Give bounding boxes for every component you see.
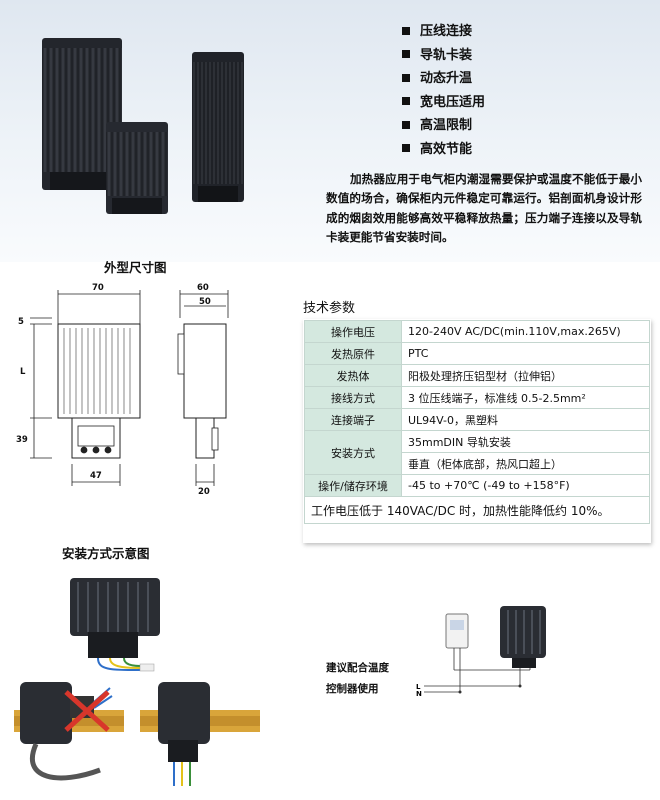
intro-paragraph: 加热器应用于电气柜内潮湿需要保护或温度不能低于最小数值的场合，确保柜内元件稳定可…	[326, 172, 642, 245]
heater-photo-tall	[192, 52, 244, 202]
install-title: 安装方式示意图	[62, 546, 150, 561]
thermostat-icon	[445, 613, 469, 649]
dim-label-60: 60	[197, 283, 209, 293]
spec-value: PTC	[401, 342, 650, 365]
bullet-square-icon	[402, 26, 410, 35]
spec-label: 发热体	[304, 364, 402, 387]
spec-value: -45 to +70℃ (-49 to +158°F)	[401, 474, 650, 497]
dim-label-L: L	[20, 367, 26, 377]
spec-value: 阳极处理挤压铝型材（拉伸铝）	[401, 364, 650, 387]
feature-item: 高温限制	[402, 114, 485, 138]
feature-list: 压线连接 导轨卡装 动态升温 宽电压适用 高温限制 高效节能	[402, 20, 485, 162]
spec-label: 连接端子	[304, 408, 402, 431]
terminal-L-label: L	[416, 683, 421, 691]
thermostat-recommendation: 建议配合温度 控制器使用	[326, 662, 389, 695]
spec-row: 发热原件 PTC	[304, 342, 650, 365]
spec-note: 工作电压低于 140VAC/DC 时，加热性能降低约 10%。	[304, 496, 650, 524]
spec-table: 操作电压 120-240V AC/DC(min.110V,max.265V) 发…	[304, 320, 650, 524]
spec-label: 接线方式	[304, 386, 402, 409]
spec-value: 35mmDIN 导轨安装	[401, 430, 650, 453]
feature-item: 导轨卡装	[402, 44, 485, 68]
feature-item: 动态升温	[402, 67, 485, 91]
spec-label: 安装方式	[304, 430, 402, 475]
spec-row: 操作/储存环境 -45 to +70℃ (-49 to +158°F)	[304, 474, 650, 497]
dim-label-70: 70	[92, 283, 104, 293]
spec-value: 垂直（柜体底部，热风口超上）	[401, 452, 650, 475]
spec-row: 接线方式 3 位压线端子，标准线 0.5-2.5mm²	[304, 386, 650, 409]
bullet-square-icon	[402, 50, 410, 59]
spec-title: 技术参数	[303, 301, 356, 316]
bullet-square-icon	[402, 120, 410, 129]
terminal-N-label: N	[416, 690, 422, 698]
spec-row: 连接端子 UL94V-0，黑塑料	[304, 408, 650, 431]
bullet-square-icon	[402, 97, 410, 106]
heater-photo-small	[106, 122, 168, 214]
header-band: 压线连接 导轨卡装 动态升温 宽电压适用 高温限制 高效节能 加热器应用于电气柜…	[0, 0, 660, 262]
dimension-drawing: 70 5 L 39 47 60 50 20	[16, 283, 229, 497]
dim-label-47: 47	[90, 471, 102, 481]
spec-value: 120-240V AC/DC(min.110V,max.265V)	[401, 320, 650, 343]
spec-note-row: 工作电压低于 140VAC/DC 时，加热性能降低约 10%。	[304, 496, 650, 524]
dimension-title: 外型尺寸图	[104, 260, 167, 275]
spec-value: UL94V-0，黑塑料	[401, 408, 650, 431]
spec-label: 操作/储存环境	[304, 474, 402, 497]
dim-label-50: 50	[199, 297, 211, 307]
dim-label-39: 39	[16, 435, 28, 445]
dim-label-5: 5	[18, 317, 24, 327]
bullet-square-icon	[402, 144, 410, 153]
spec-value: 3 位压线端子，标准线 0.5-2.5mm²	[401, 386, 650, 409]
feature-item: 高效节能	[402, 138, 485, 162]
spec-row: 垂直（柜体底部，热风口超上）	[305, 452, 650, 475]
dim-label-20: 20	[198, 487, 210, 497]
spec-row: 安装方式 35mmDIN 导轨安装	[304, 430, 650, 475]
bullet-square-icon	[402, 73, 410, 82]
install-illustration	[14, 578, 260, 786]
spec-label: 发热原件	[304, 342, 402, 365]
feature-item: 压线连接	[402, 20, 485, 44]
feature-item: 宽电压适用	[402, 91, 485, 115]
wiring-diagram: L N	[416, 606, 546, 698]
spec-row: 操作电压 120-240V AC/DC(min.110V,max.265V)	[304, 320, 650, 343]
heater-photo-large	[42, 38, 122, 190]
spec-label: 操作电压	[304, 320, 402, 343]
spec-row: 发热体 阳极处理挤压铝型材（拉伸铝）	[304, 364, 650, 387]
